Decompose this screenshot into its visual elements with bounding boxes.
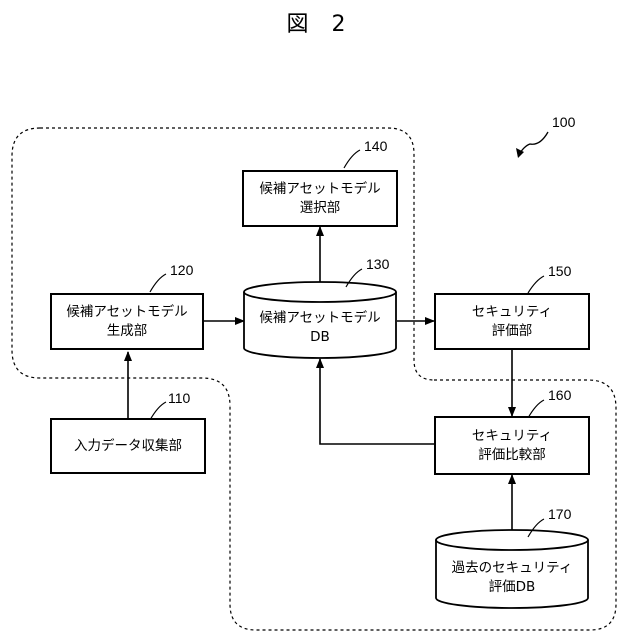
candidate-asset-model-db: 候補アセットモデル DB <box>244 302 396 354</box>
node-160-label-line1: セキュリティ <box>472 427 552 446</box>
security-evaluator-box: セキュリティ 評価部 <box>434 293 590 350</box>
node-170-label-line2: 評価DB <box>489 578 536 597</box>
ref-label-160: 160 <box>548 387 571 403</box>
node-150-label-line1: セキュリティ <box>472 303 552 322</box>
security-evaluation-comparator-box: セキュリティ 評価比較部 <box>434 416 590 475</box>
node-120-label-line1: 候補アセットモデル <box>66 303 187 322</box>
candidate-asset-model-generator-box: 候補アセットモデル 生成部 <box>50 293 204 350</box>
ref-label-120: 120 <box>170 262 193 278</box>
ref-label-150: 150 <box>548 263 571 279</box>
node-170-label-line1: 過去のセキュリティ <box>452 559 573 578</box>
node-110-label-line1: 入力データ収集部 <box>74 437 182 456</box>
node-130-label-line2: DB <box>310 328 330 347</box>
past-security-evaluation-db: 過去のセキュリティ 評価DB <box>436 550 588 606</box>
input-data-collector-box: 入力データ収集部 <box>50 418 206 474</box>
ref-label-140: 140 <box>364 138 387 154</box>
ref-label-130: 130 <box>366 256 389 272</box>
system-pointer-arrow <box>516 132 548 158</box>
node-120-label-line2: 生成部 <box>107 322 148 341</box>
node-140-label-line1: 候補アセットモデル <box>259 180 380 199</box>
ref-label-170: 170 <box>548 506 571 522</box>
node-150-label-line2: 評価部 <box>492 322 533 341</box>
node-140-label-line2: 選択部 <box>300 199 341 218</box>
candidate-asset-model-selector-box: 候補アセットモデル 選択部 <box>242 170 398 227</box>
node-130-label-line1: 候補アセットモデル <box>259 309 380 328</box>
system-ref-label: 100 <box>552 114 575 130</box>
node-160-label-line2: 評価比較部 <box>478 446 546 465</box>
ref-label-110: 110 <box>168 390 190 406</box>
